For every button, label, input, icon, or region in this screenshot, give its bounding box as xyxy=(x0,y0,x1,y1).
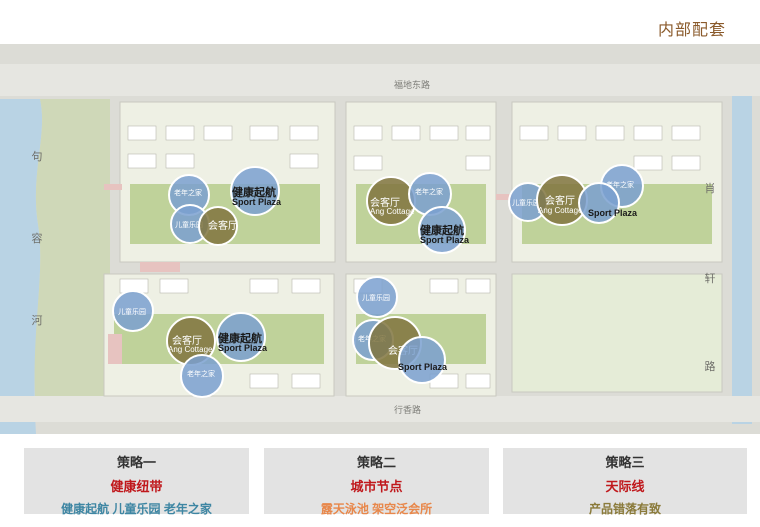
sport-plaza-label-cn: 健康起航 xyxy=(420,225,464,237)
sport-plaza-bubble xyxy=(216,312,266,362)
strategy-subtitle: 健康起航 儿童乐园 老年之家 xyxy=(61,502,212,516)
site-plan-map: 福地东路 行香路 句 容 河 肖 轩 路 老年之家 儿童乐园 会客厅 健康起航 … xyxy=(0,44,760,434)
strategy-heading: 策略一 xyxy=(116,455,156,470)
hall-label: 会客厅 xyxy=(208,221,238,232)
road-label-top: 福地东路 xyxy=(394,80,431,90)
strategy-card-2: 策略二 城市节点 露天泳池 架空泛会所 xyxy=(264,448,489,516)
hall-label: 会客厅 xyxy=(370,198,400,209)
hall-label: 会客厅 xyxy=(545,196,575,207)
sport-plaza-bubble xyxy=(418,206,466,254)
page-title: 内部配套 xyxy=(657,22,726,39)
sport-plaza-label-en: Sport Plaza xyxy=(398,362,448,372)
strategy-title: 城市节点 xyxy=(350,479,403,494)
kids-park-bubble xyxy=(112,290,154,332)
river-label-2: 容 xyxy=(31,233,43,245)
sport-plaza-label-en: Sport Plaza xyxy=(588,208,638,218)
sport-plaza-bubble xyxy=(230,166,280,216)
strategy-card-1: 策略一 健康纽带 健康起航 儿童乐园 老年之家 xyxy=(24,448,249,516)
strategy-card-3: 策略三 天际线 产品错落有致 xyxy=(503,448,747,516)
river-label-3: 河 xyxy=(31,315,43,327)
hall-label-en: Ang Cottage xyxy=(168,345,213,354)
kids-park-label: 儿童乐园 xyxy=(118,309,146,316)
sport-plaza-label-en: Sport Plaza xyxy=(232,197,282,207)
hall-label-en: Ang Cottage xyxy=(538,206,583,215)
kids-park-bubble xyxy=(356,276,398,318)
kids-park-label: 儿童乐园 xyxy=(362,295,390,302)
strategy-heading: 策略三 xyxy=(605,455,645,470)
hall-label-en: Ang Cottage xyxy=(370,207,415,216)
senior-centre-label: 老年之家 xyxy=(174,190,202,197)
sport-plaza-bubble xyxy=(398,336,446,384)
senior-centre-label: 老年之家 xyxy=(187,371,215,378)
sport-plaza-label-en: Sport Plaza xyxy=(218,343,268,353)
sport-plaza-label-en: Sport Plaza xyxy=(420,235,470,245)
strategy-subtitle: 产品错落有致 xyxy=(588,502,661,516)
sport-plaza-bubble xyxy=(578,182,620,224)
strategy-heading: 策略二 xyxy=(356,455,396,470)
river-label-1: 句 xyxy=(31,151,43,163)
hall-bubble xyxy=(198,206,238,246)
senior-centre-label: 老年之家 xyxy=(606,182,634,189)
strategy-title: 健康纽带 xyxy=(110,479,163,494)
strategy-title: 天际线 xyxy=(605,479,645,494)
site-plan-graphic xyxy=(0,44,760,434)
hall-bubble xyxy=(366,176,416,226)
road-label-bottom: 行香路 xyxy=(394,405,422,415)
kids-park-label: 儿童乐园 xyxy=(512,200,540,207)
strategy-subtitle: 露天泳池 架空泛会所 xyxy=(320,502,433,516)
sport-plaza-label-cn: 健康起航 xyxy=(232,187,276,199)
kids-park-label: 儿童乐园 xyxy=(175,222,203,229)
road-label-right-3: 路 xyxy=(704,361,716,373)
road-label-right-1: 肖 xyxy=(704,183,716,195)
hall-label: 会客厅 xyxy=(172,336,202,347)
road-label-right-2: 轩 xyxy=(704,273,716,285)
senior-centre-label: 老年之家 xyxy=(415,189,443,196)
sport-plaza-label-cn: 健康起航 xyxy=(218,333,262,345)
senior-centre-bubble xyxy=(180,354,224,398)
